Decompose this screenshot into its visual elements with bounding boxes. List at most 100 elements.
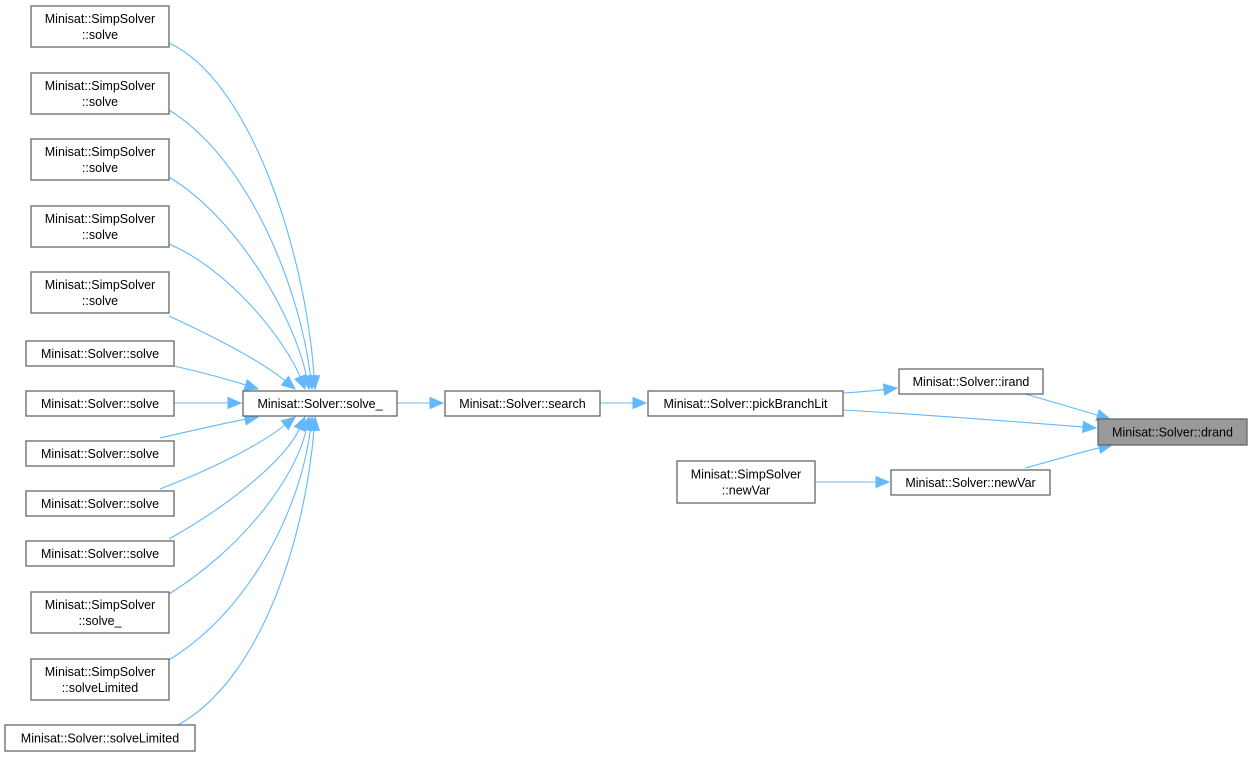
edge-line	[168, 109, 311, 377]
node-box	[25, 340, 175, 367]
node-box	[25, 540, 175, 567]
edge-solver_solve_2-to-solve_	[174, 396, 243, 410]
edge-line	[168, 243, 301, 378]
arrowhead-icon	[1082, 420, 1098, 434]
arrowhead-icon	[280, 416, 297, 431]
edge-line	[177, 429, 315, 726]
edge-line	[168, 429, 311, 661]
node-box	[898, 368, 1044, 395]
edge-simp_solveLimited-to-solve_	[168, 415, 317, 661]
node-label: Minisat::SimpSolver	[45, 212, 155, 226]
arrowhead-icon	[429, 396, 445, 410]
edge-line	[1024, 393, 1098, 416]
node-solver-solve-5[interactable]: Minisat::Solver::solve	[25, 540, 175, 567]
node-box	[30, 271, 170, 314]
node-box	[4, 724, 196, 752]
edge-simp_solve_1-to-solve_	[168, 42, 321, 391]
arrowhead-icon	[632, 396, 648, 410]
node-box	[647, 390, 844, 417]
edge-line	[159, 418, 246, 439]
edge-search-to-pickBranchLit	[600, 396, 648, 410]
node-label: ::solve	[82, 294, 118, 308]
edge-solve_-to-search	[397, 396, 445, 410]
edge-solver_solveLimited-to-solve_	[177, 415, 321, 726]
edge-line	[168, 315, 286, 382]
node-solver-solve-3[interactable]: Minisat::Solver::solve	[25, 440, 175, 467]
node-label: Minisat::Solver::solve	[41, 547, 159, 561]
edge-line	[168, 42, 315, 377]
arrowhead-icon	[307, 415, 321, 431]
arrowhead-icon	[294, 374, 306, 391]
node-search[interactable]: Minisat::Solver::search	[444, 390, 601, 417]
node-simp-solveLimited[interactable]: Minisat::SimpSolver::solveLimited	[30, 658, 170, 701]
node-solver-solveLimited[interactable]: Minisat::Solver::solveLimited	[4, 724, 196, 752]
node-label: Minisat::SimpSolver	[45, 278, 155, 292]
arrowhead-icon	[280, 375, 296, 390]
edge-line	[168, 428, 301, 540]
edge-simp_newVar-to-newVar	[815, 475, 891, 489]
node-simp-newVar[interactable]: Minisat::SimpSolver::newVar	[676, 460, 816, 504]
node-label: ::solve	[82, 95, 118, 109]
node-solve-[interactable]: Minisat::Solver::solve_	[242, 390, 398, 417]
node-box	[30, 591, 170, 634]
node-label: Minisat::SimpSolver	[45, 79, 155, 93]
node-box	[1097, 418, 1248, 446]
edge-irand-to-drand	[1024, 393, 1112, 422]
node-simp-solve-2[interactable]: Minisat::SimpSolver::solve	[30, 72, 170, 115]
arrowhead-icon	[243, 378, 260, 391]
node-label: Minisat::SimpSolver	[691, 468, 801, 482]
node-label: Minisat::Solver::newVar	[905, 476, 1035, 490]
node-box	[30, 5, 170, 48]
edge-line	[159, 424, 286, 490]
edge-simp_solve_2-to-solve_	[168, 109, 317, 391]
edge-solver_solve_4-to-solve_	[159, 416, 297, 490]
node-box	[30, 138, 170, 181]
node-label: Minisat::SimpSolver	[45, 12, 155, 26]
node-label: Minisat::Solver::solve	[41, 347, 159, 361]
node-label: Minisat::Solver::solve	[41, 497, 159, 511]
node-label: ::solve_	[78, 614, 122, 628]
node-box	[25, 440, 175, 467]
node-label: Minisat::Solver::solve	[41, 397, 159, 411]
edge-line	[173, 365, 246, 386]
edge-simp_solve_5-to-solve_	[168, 315, 296, 390]
edge-line	[842, 388, 885, 394]
nodes-layer: Minisat::SimpSolver::solveMinisat::SimpS…	[4, 5, 1248, 752]
node-label: Minisat::Solver::solve	[41, 447, 159, 461]
node-solver-solve-1[interactable]: Minisat::Solver::solve	[25, 340, 175, 367]
node-label: Minisat::Solver::solve_	[257, 397, 383, 411]
node-label: Minisat::Solver::irand	[913, 375, 1030, 389]
node-box	[25, 490, 175, 517]
node-label: Minisat::SimpSolver	[45, 145, 155, 159]
node-label: Minisat::SimpSolver	[45, 598, 155, 612]
node-simp-solve-4[interactable]: Minisat::SimpSolver::solve	[30, 205, 170, 248]
node-solver-solve-2[interactable]: Minisat::Solver::solve	[25, 390, 175, 417]
arrowhead-icon	[875, 475, 891, 489]
node-simp-solve-1[interactable]: Minisat::SimpSolver::solve	[30, 5, 170, 48]
node-label: ::solveLimited	[62, 681, 138, 695]
edge-line	[168, 176, 307, 377]
node-simp-solve-[interactable]: Minisat::SimpSolver::solve_	[30, 591, 170, 634]
edge-line	[1024, 447, 1100, 469]
node-label: Minisat::Solver::solveLimited	[21, 732, 179, 746]
node-label: ::solve	[82, 161, 118, 175]
node-label: ::newVar	[722, 484, 770, 498]
node-box	[25, 390, 175, 417]
node-solver-solve-4[interactable]: Minisat::Solver::solve	[25, 490, 175, 517]
node-box	[676, 460, 816, 504]
node-drand: Minisat::Solver::drand	[1097, 418, 1248, 446]
node-irand[interactable]: Minisat::Solver::irand	[898, 368, 1044, 395]
node-label: ::solve	[82, 28, 118, 42]
node-simp-solve-5[interactable]: Minisat::SimpSolver::solve	[30, 271, 170, 314]
node-label: Minisat::Solver::drand	[1112, 426, 1233, 440]
node-simp-solve-3[interactable]: Minisat::SimpSolver::solve	[30, 138, 170, 181]
node-box	[30, 72, 170, 115]
node-label: Minisat::Solver::pickBranchLit	[664, 397, 828, 411]
node-newVar[interactable]: Minisat::Solver::newVar	[890, 469, 1051, 496]
arrowhead-icon	[227, 396, 243, 410]
edge-line	[168, 429, 307, 595]
node-box	[890, 469, 1051, 496]
edge-newVar-to-drand	[1024, 441, 1114, 469]
node-pickBranchLit[interactable]: Minisat::Solver::pickBranchLit	[647, 390, 844, 417]
